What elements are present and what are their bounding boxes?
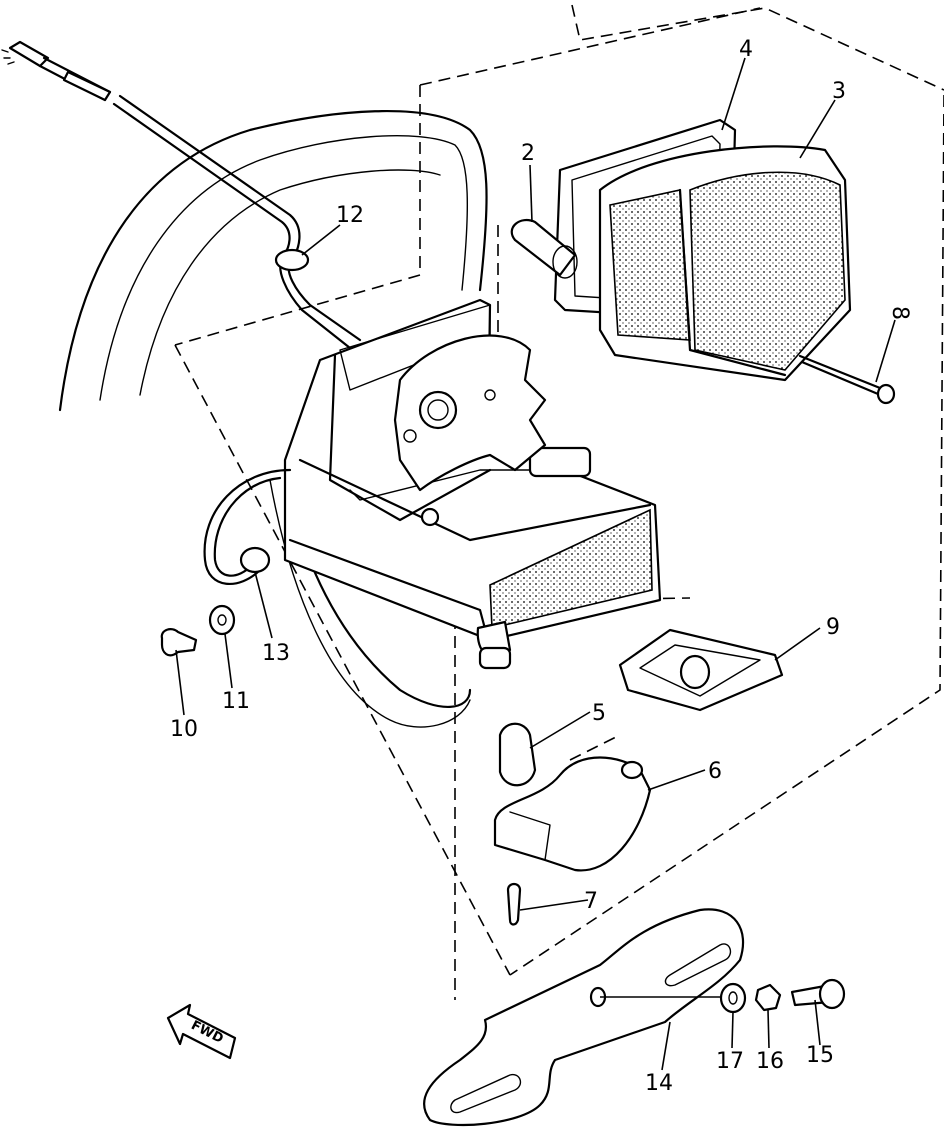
callout-16: 16 [756, 1049, 784, 1074]
rear-fender [58, 109, 488, 728]
callout-3: 3 [832, 79, 846, 104]
bolt-15 [790, 978, 846, 1010]
fwd-direction-arrow: FWD [166, 1003, 237, 1060]
lens-screw [798, 354, 896, 405]
license-bracket [423, 908, 745, 1127]
tail-lens [598, 145, 852, 382]
tail-bulb [510, 219, 578, 279]
callout-14: 14 [645, 1071, 673, 1096]
license-lamp-gasket [618, 628, 784, 712]
callout-numbers: 2 3 4 8 12 9 5 6 7 13 11 10 14 17 16 15 [170, 37, 912, 1096]
callout-12: 12 [336, 203, 364, 228]
leader-lines [175, 57, 896, 1071]
license-lamp-screw [506, 882, 522, 926]
license-lamp-housing [493, 756, 652, 872]
callout-4: 4 [739, 37, 753, 62]
callout-8: 8 [887, 306, 912, 320]
wire-harness [1, 40, 362, 350]
callout-7: 7 [584, 889, 598, 914]
washer-17 [719, 982, 747, 1014]
callout-6: 6 [708, 759, 722, 784]
callout-11: 11 [222, 689, 250, 714]
callout-17: 17 [716, 1049, 744, 1074]
bolt-10 [160, 628, 198, 657]
callout-15: 15 [806, 1043, 834, 1068]
callout-10: 10 [170, 717, 198, 742]
washer-11 [208, 604, 236, 636]
bulb-socket-plate [393, 334, 547, 492]
callout-9: 9 [826, 615, 840, 640]
callout-2: 2 [521, 141, 535, 166]
callout-13: 13 [262, 641, 290, 666]
nut-16 [754, 983, 782, 1012]
license-bulb [498, 722, 537, 787]
callout-5: 5 [592, 701, 606, 726]
taillight-base-housing [203, 298, 662, 670]
